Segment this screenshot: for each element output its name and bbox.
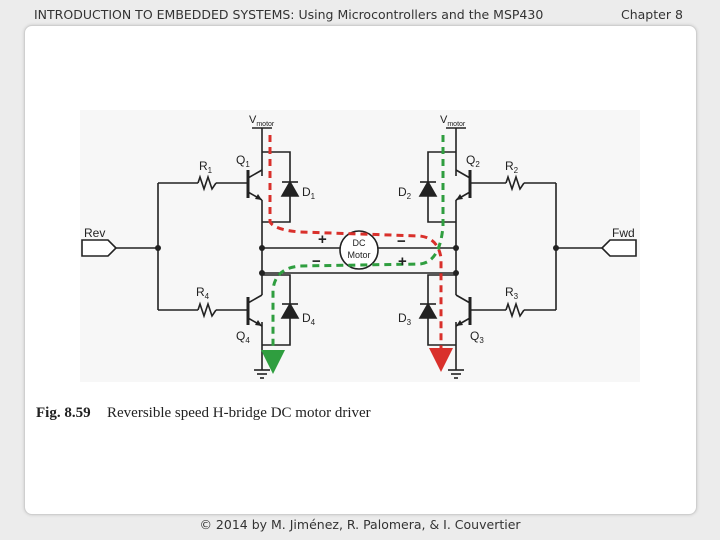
- chapter-label: Chapter 8: [621, 7, 683, 22]
- motor-label-1: DC: [353, 238, 366, 248]
- q3-collector: [455, 294, 471, 304]
- q4-arrow: [255, 320, 262, 326]
- motor-label-2: Motor: [347, 250, 370, 260]
- r2-label: R2: [505, 159, 519, 175]
- minus-sign-left: −: [312, 253, 321, 270]
- d4-label: D4: [302, 311, 316, 327]
- d3-label: D3: [398, 311, 412, 327]
- junction: [453, 270, 459, 276]
- minus-sign-right: −: [397, 233, 406, 250]
- fwd-connector: [600, 239, 637, 257]
- figure-caption: Reversible speed H-bridge DC motor drive…: [107, 405, 371, 421]
- resistor-r2: [505, 174, 525, 192]
- junction: [259, 245, 265, 251]
- junction: [553, 245, 559, 251]
- q2-arrow: [456, 194, 463, 200]
- rev-connector: [81, 239, 118, 257]
- q4-label: Q4: [236, 329, 250, 345]
- copyright-footer: © 2014 by M. Jiménez, R. Palomera, & I. …: [199, 517, 521, 532]
- vmotor-left-label: Vmotor: [249, 114, 275, 128]
- q1-collector: [247, 169, 263, 179]
- q3-arrow: [456, 320, 463, 326]
- d2-label: D2: [398, 185, 412, 201]
- diode-d3: [418, 302, 438, 319]
- dc-motor: [339, 230, 379, 270]
- reverse-current-path: [261, 135, 445, 374]
- q3-label: Q3: [470, 329, 484, 345]
- d1-label: D1: [302, 185, 316, 201]
- junction: [453, 245, 459, 251]
- header-title: INTRODUCTION TO EMBEDDED SYSTEMS: Using …: [34, 7, 544, 22]
- r1-label: R1: [199, 159, 213, 175]
- resistor-r1: [197, 174, 217, 192]
- q1-label: Q1: [236, 153, 250, 169]
- vmotor-right-label: Vmotor: [440, 114, 466, 128]
- q2-collector: [455, 169, 471, 179]
- plus-sign-left: +: [318, 231, 327, 248]
- junction: [155, 245, 161, 251]
- figure-number: Fig. 8.59: [36, 405, 91, 421]
- resistor-r3: [505, 301, 525, 319]
- rev-label: Rev: [84, 226, 105, 240]
- plus-sign-right: +: [398, 253, 407, 270]
- q4-collector: [247, 294, 263, 304]
- diode-d2: [418, 180, 438, 197]
- diode-d4: [280, 302, 300, 319]
- junction: [259, 270, 265, 276]
- q2-label: Q2: [466, 153, 480, 169]
- diode-d1: [280, 180, 300, 197]
- fwd-label: Fwd: [612, 226, 635, 240]
- r4-label: R4: [196, 285, 210, 301]
- resistor-r4: [197, 301, 217, 319]
- r3-label: R3: [505, 285, 519, 301]
- q1-arrow: [255, 194, 262, 200]
